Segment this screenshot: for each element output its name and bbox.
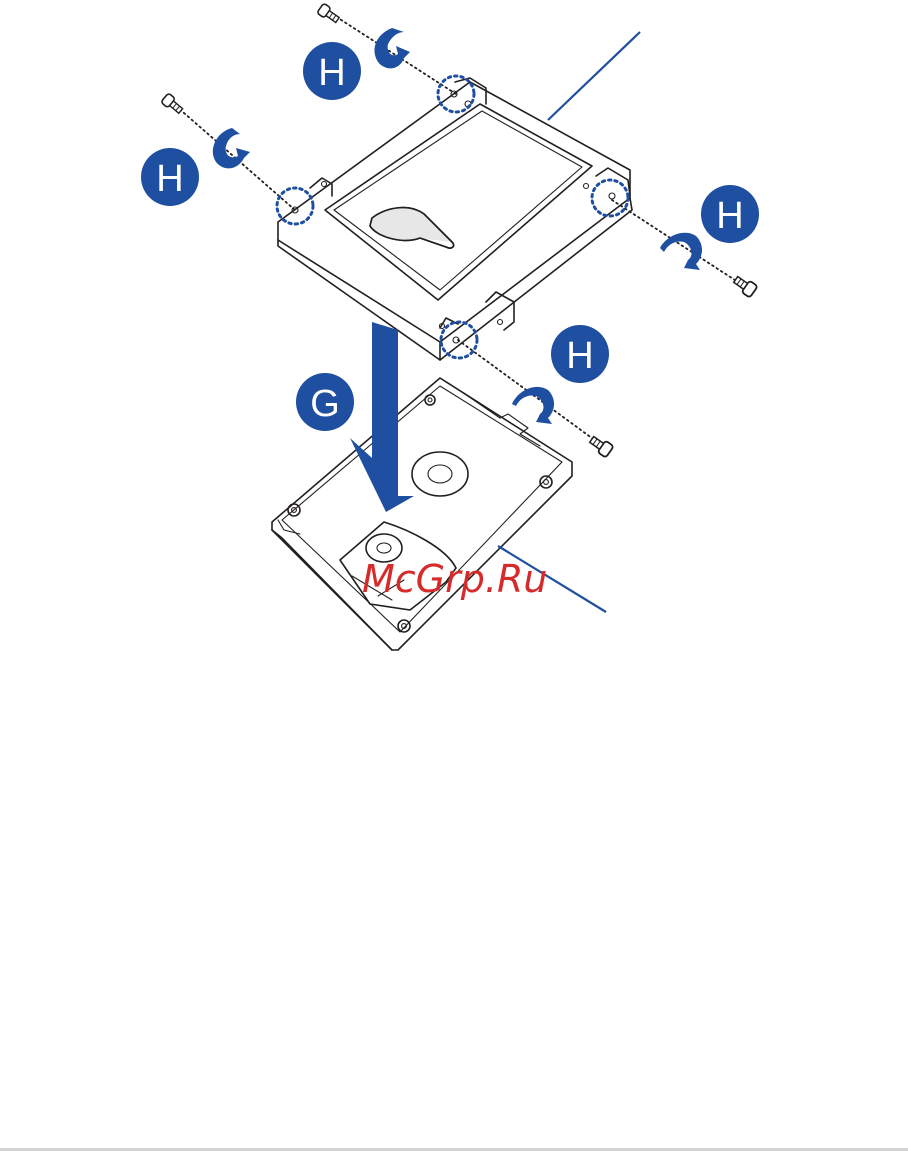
step-badge-h-right: H [701,185,759,243]
screw-top [317,3,341,25]
bracket-leader-line [548,32,640,120]
svg-text:H: H [566,335,593,377]
step-badge-g: G [296,373,354,431]
hdd-bracket [278,78,632,360]
step-badge-h-top: H [303,42,361,100]
svg-text:G: G [310,383,340,425]
screw-right [732,274,758,298]
step-badge-h-bottom: H [551,325,609,383]
screw-left [161,93,185,116]
page-bottom-rule [0,1148,908,1151]
svg-text:H: H [318,52,345,94]
rotate-arrow-icon-left [213,128,250,168]
svg-text:H: H [716,195,743,237]
rotate-arrow-icon-right [660,233,702,270]
screw-bottom [588,434,614,458]
watermark: McGrp.Ru [362,557,547,601]
insert-direction-arrow [350,322,414,512]
step-badge-h-left: H [141,148,199,206]
rotate-arrow-icon-top [374,28,410,68]
rotate-arrow-icon-bottom [512,387,554,424]
screw-hole-ring-left [277,188,313,224]
svg-text:H: H [156,158,183,200]
